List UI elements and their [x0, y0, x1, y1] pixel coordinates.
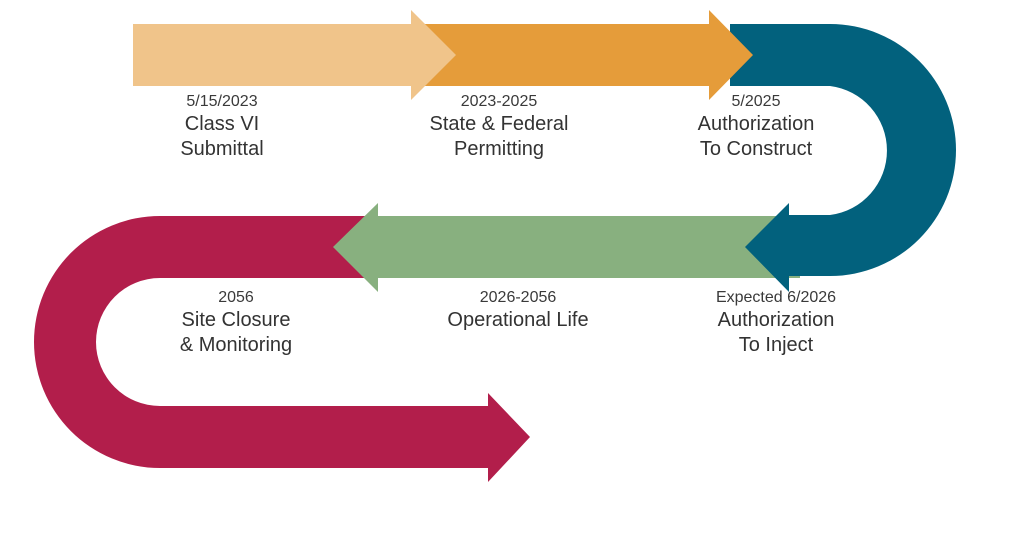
milestone-date: 2056 — [218, 289, 254, 306]
milestone-date: 5/15/2023 — [186, 93, 258, 110]
milestone-label: To Construct — [699, 138, 813, 160]
milestone-label: Class VI — [184, 113, 260, 135]
milestone-label: Authorization — [697, 113, 815, 135]
milestone-date: Expected 6/2026 — [715, 289, 837, 306]
milestone-label: State & Federal — [429, 113, 569, 135]
milestone-class-vi-submittal: 5/15/2023 Class VI Submittal — [180, 92, 263, 162]
milestone-label: Permitting — [453, 138, 545, 160]
authorization-arrow — [730, 24, 956, 292]
milestone-authorization-to-construct: 5/2025 Authorization To Construct — [698, 92, 815, 162]
operational-life-arrow — [333, 203, 800, 292]
milestone-label: Authorization — [717, 309, 835, 331]
milestone-date: 5/2025 — [731, 93, 781, 110]
milestone-operational-life: 2026-2056 Operational Life — [447, 288, 588, 333]
milestone-label: Operational Life — [447, 309, 589, 331]
milestone-label: & Monitoring — [179, 334, 293, 356]
milestone-permitting: 2023-2025 State & Federal Permitting — [430, 92, 569, 162]
milestone-label: Site Closure — [181, 309, 291, 331]
site-closure-arrow — [34, 216, 530, 482]
permitting-arrow — [410, 10, 753, 100]
milestone-date: 2023-2025 — [460, 93, 538, 110]
milestone-label: Submittal — [180, 138, 264, 160]
milestone-label: To Inject — [738, 334, 814, 356]
milestone-date: 2026-2056 — [479, 289, 557, 306]
milestone-site-closure: 2056 Site Closure & Monitoring — [180, 288, 292, 358]
submittal-arrow — [133, 10, 456, 100]
milestone-authorization-to-inject: Expected 6/2026 Authorization To Inject — [716, 288, 836, 358]
